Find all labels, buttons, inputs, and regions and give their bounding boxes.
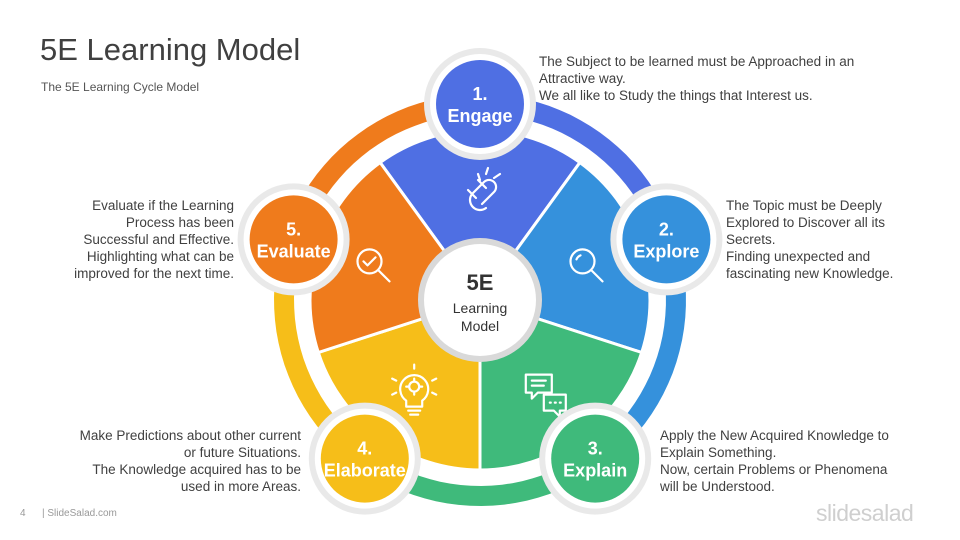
explore-number: 2. [659, 219, 674, 239]
page-title: 5E Learning Model [40, 32, 301, 67]
slidesalad-logo: slidesalad [816, 500, 914, 526]
engage-node: 1.Engage [424, 48, 536, 160]
center-line2: Model [461, 318, 499, 334]
magnet-icon [466, 166, 502, 212]
magnifier-icon [569, 248, 604, 283]
evaluate-description: Evaluate if the Learning Process has bee… [74, 198, 234, 281]
explain-label: Explain [563, 461, 627, 481]
evaluate-node: 5.Evaluate [237, 183, 350, 296]
engage-description: The Subject to be learned must be Approa… [539, 54, 855, 103]
magnifier-check-icon [356, 248, 391, 283]
page-number: 4 [20, 508, 26, 519]
explain-node: 3.Explain [539, 402, 652, 515]
evaluate-label: Evaluate [257, 241, 331, 261]
elaborate-description: Make Predictions about other current or … [79, 428, 301, 494]
center-title: 5E [467, 270, 494, 295]
evaluate-number: 5. [286, 219, 301, 239]
engage-number: 1. [472, 84, 487, 104]
lightbulb-gear-icon [391, 363, 438, 416]
elaborate-node: 4.Elaborate [308, 402, 421, 515]
explore-node: 2.Explore [610, 183, 723, 296]
center-line1: Learning [453, 300, 508, 316]
explore-description: The Topic must be Deeply Explored to Dis… [726, 198, 894, 281]
engage-label: Engage [447, 106, 512, 126]
elaborate-number: 4. [357, 439, 372, 459]
page-subtitle: The 5E Learning Cycle Model [41, 80, 200, 94]
explore-label: Explore [633, 241, 699, 261]
explain-number: 3. [588, 439, 603, 459]
elaborate-label: Elaborate [324, 461, 406, 481]
footer-brand: | SlideSalad.com [42, 508, 117, 519]
chat-bubbles-icon [524, 373, 567, 418]
explain-description: Apply the New Acquired Knowledge to Expl… [660, 428, 889, 494]
